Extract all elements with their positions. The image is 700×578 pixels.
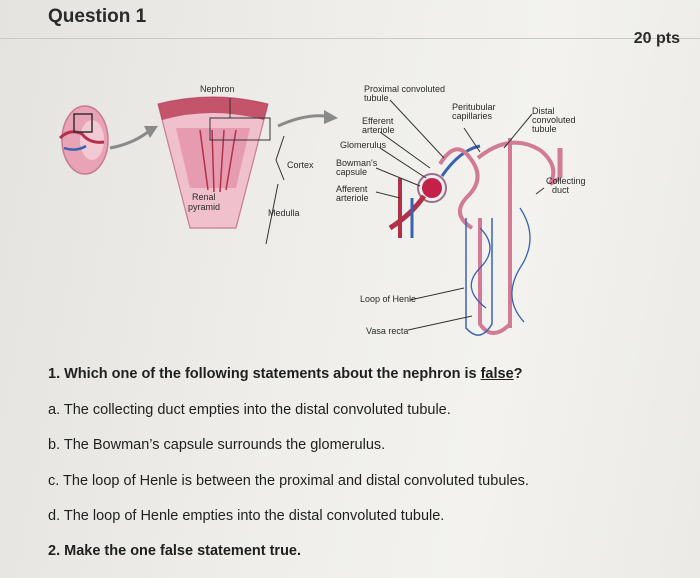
option-a: a. The collecting duct empties into the … bbox=[48, 402, 451, 418]
question-1-prefix: 1. Which one of the following statements… bbox=[48, 366, 481, 382]
leader-lines bbox=[375, 99, 545, 331]
question-1-suffix: ? bbox=[513, 366, 523, 382]
question-1: 1. Which one of the following statements… bbox=[48, 366, 523, 382]
label-nephron: Nephron bbox=[200, 84, 235, 94]
option-b: b. The Bowman’s capsule surrounds the gl… bbox=[48, 437, 386, 453]
label-loop-of-henle: Loop of Henle bbox=[360, 294, 416, 304]
arrow-head-2 bbox=[324, 110, 338, 124]
arrow-head-1 bbox=[144, 126, 158, 138]
points-label: 20 pts bbox=[633, 30, 680, 47]
kidney-illustration bbox=[58, 105, 109, 175]
label-glomerulus: Glomerulus bbox=[340, 140, 387, 150]
question-1-emphasis: false bbox=[480, 366, 514, 382]
question-header: Question 1 bbox=[0, 0, 700, 39]
label-medulla: Medulla bbox=[268, 208, 300, 218]
label-cortex: Cortex bbox=[287, 160, 314, 170]
label-vasa-recta: Vasa recta bbox=[366, 326, 408, 336]
option-d: d. The loop of Henle empties into the di… bbox=[48, 508, 445, 524]
arrow-kidney-to-wedge bbox=[109, 130, 149, 150]
cortex-medulla-brackets bbox=[265, 135, 285, 245]
question-2: 2. Make the one false statement true. bbox=[48, 543, 302, 559]
renal-pyramid-illustration bbox=[157, 96, 271, 229]
option-c: c. The loop of Henle is between the prox… bbox=[48, 473, 529, 489]
arrow-wedge-to-nephron bbox=[277, 114, 327, 128]
question-title: Question 1 bbox=[48, 6, 147, 27]
nephron-detail bbox=[388, 138, 563, 336]
